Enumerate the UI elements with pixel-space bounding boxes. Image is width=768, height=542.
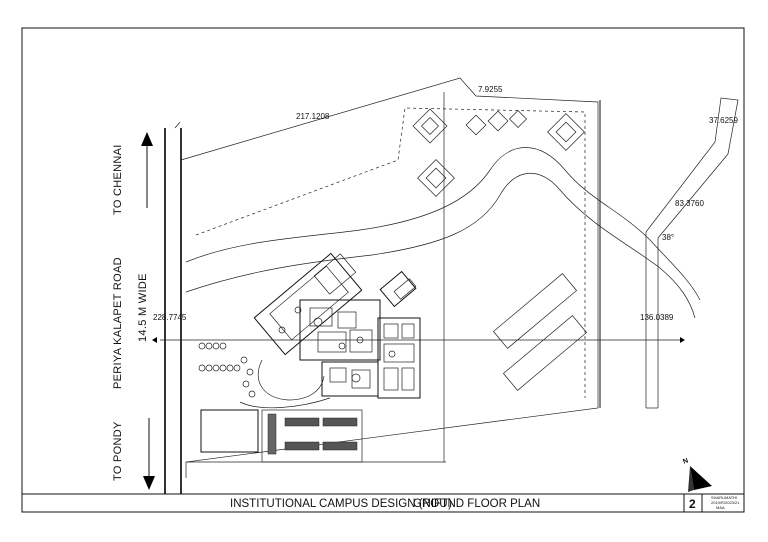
dim-left-site: 228.7745 [153,313,187,322]
north-arrow-label: N [682,457,689,465]
dim-right-diagonal: 83.3760 [675,199,704,208]
dim-right-site: 136.0389 [640,313,674,322]
hostel-cluster-north [412,108,527,144]
to-chennai-arrow [141,132,153,208]
dim-top-boundary: 217.1208 [296,112,330,121]
road-width-label: 14.5 M WIDE [137,273,149,342]
to-pondy-arrow [143,418,155,490]
to-pondy-label: TO PONDY [112,421,124,481]
info-line-1: SHARUMATHI [711,495,737,500]
east-blocks [492,273,588,391]
sheet-number: 2 [689,497,696,511]
campus-road [185,147,701,319]
drawing-title: INSTITUTIONAL CAMPUS DESIGN (NIFT) [230,498,452,510]
road-edges [164,128,182,494]
dim-right-top: 37.6259 [709,116,738,125]
drawing-subtitle: GROUND FLOOR PLAN [413,498,540,510]
parking-area [200,409,363,463]
road-name-label: PERIYA KALAPET ROAD [112,257,124,389]
dim-top-short: 7.9255 [478,85,503,94]
site-centerline [152,337,685,343]
north-arrow [688,466,712,492]
hostel-cluster-west [417,159,455,197]
info-line-3: MAA [716,505,725,510]
to-chennai-label: TO CHENNAI [112,144,124,215]
site-boundary [174,77,599,478]
hostel-cluster-east [547,113,585,151]
dim-angle: 38° [662,233,674,242]
info-line-2: 2019/R/2023/21 [711,500,740,505]
sheet-border [21,27,745,513]
east-extension [599,97,739,409]
parking-rows [267,413,358,455]
entrance-seating [198,342,331,409]
main-building-complex [253,252,421,399]
title-block [22,493,744,512]
